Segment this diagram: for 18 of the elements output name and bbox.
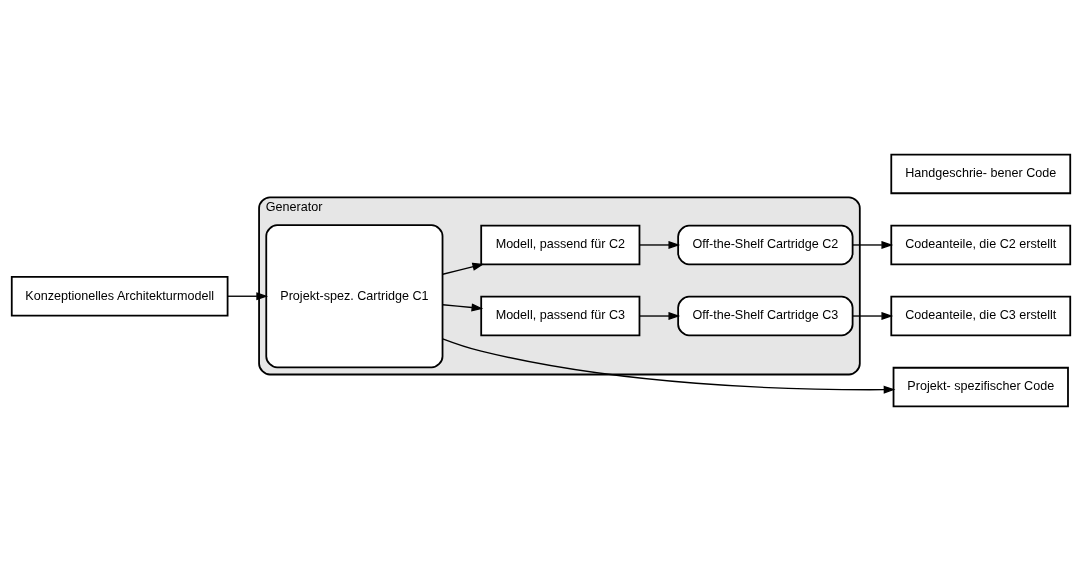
arrow <box>852 240 894 250</box>
arrow <box>442 338 896 394</box>
arrow <box>442 262 485 275</box>
node-box: Off-the-Shelf Cartridge C2 <box>677 224 854 266</box>
arrow <box>852 311 894 321</box>
arrow <box>638 240 681 250</box>
node-box: Codeanteile, die C3 erstellt <box>890 295 1072 337</box>
arrow <box>227 292 269 301</box>
node-box: Projekt-spez. Cartridge C1 <box>265 224 444 369</box>
node-box: Handgeschrie- bener Code <box>890 153 1072 195</box>
node-box: Konzeptionelles Architekturmodell <box>10 276 229 317</box>
arrow <box>638 311 681 321</box>
node-box: Off-the-Shelf Cartridge C3 <box>677 295 854 337</box>
arrow <box>442 303 484 312</box>
node-box: Codeanteile, die C2 erstellt <box>890 224 1072 266</box>
node-box: Modell, passend für C3 <box>480 295 641 337</box>
node-box: Modell, passend für C2 <box>480 224 641 266</box>
node-box: Projekt- spezifischer Code <box>892 366 1069 408</box>
